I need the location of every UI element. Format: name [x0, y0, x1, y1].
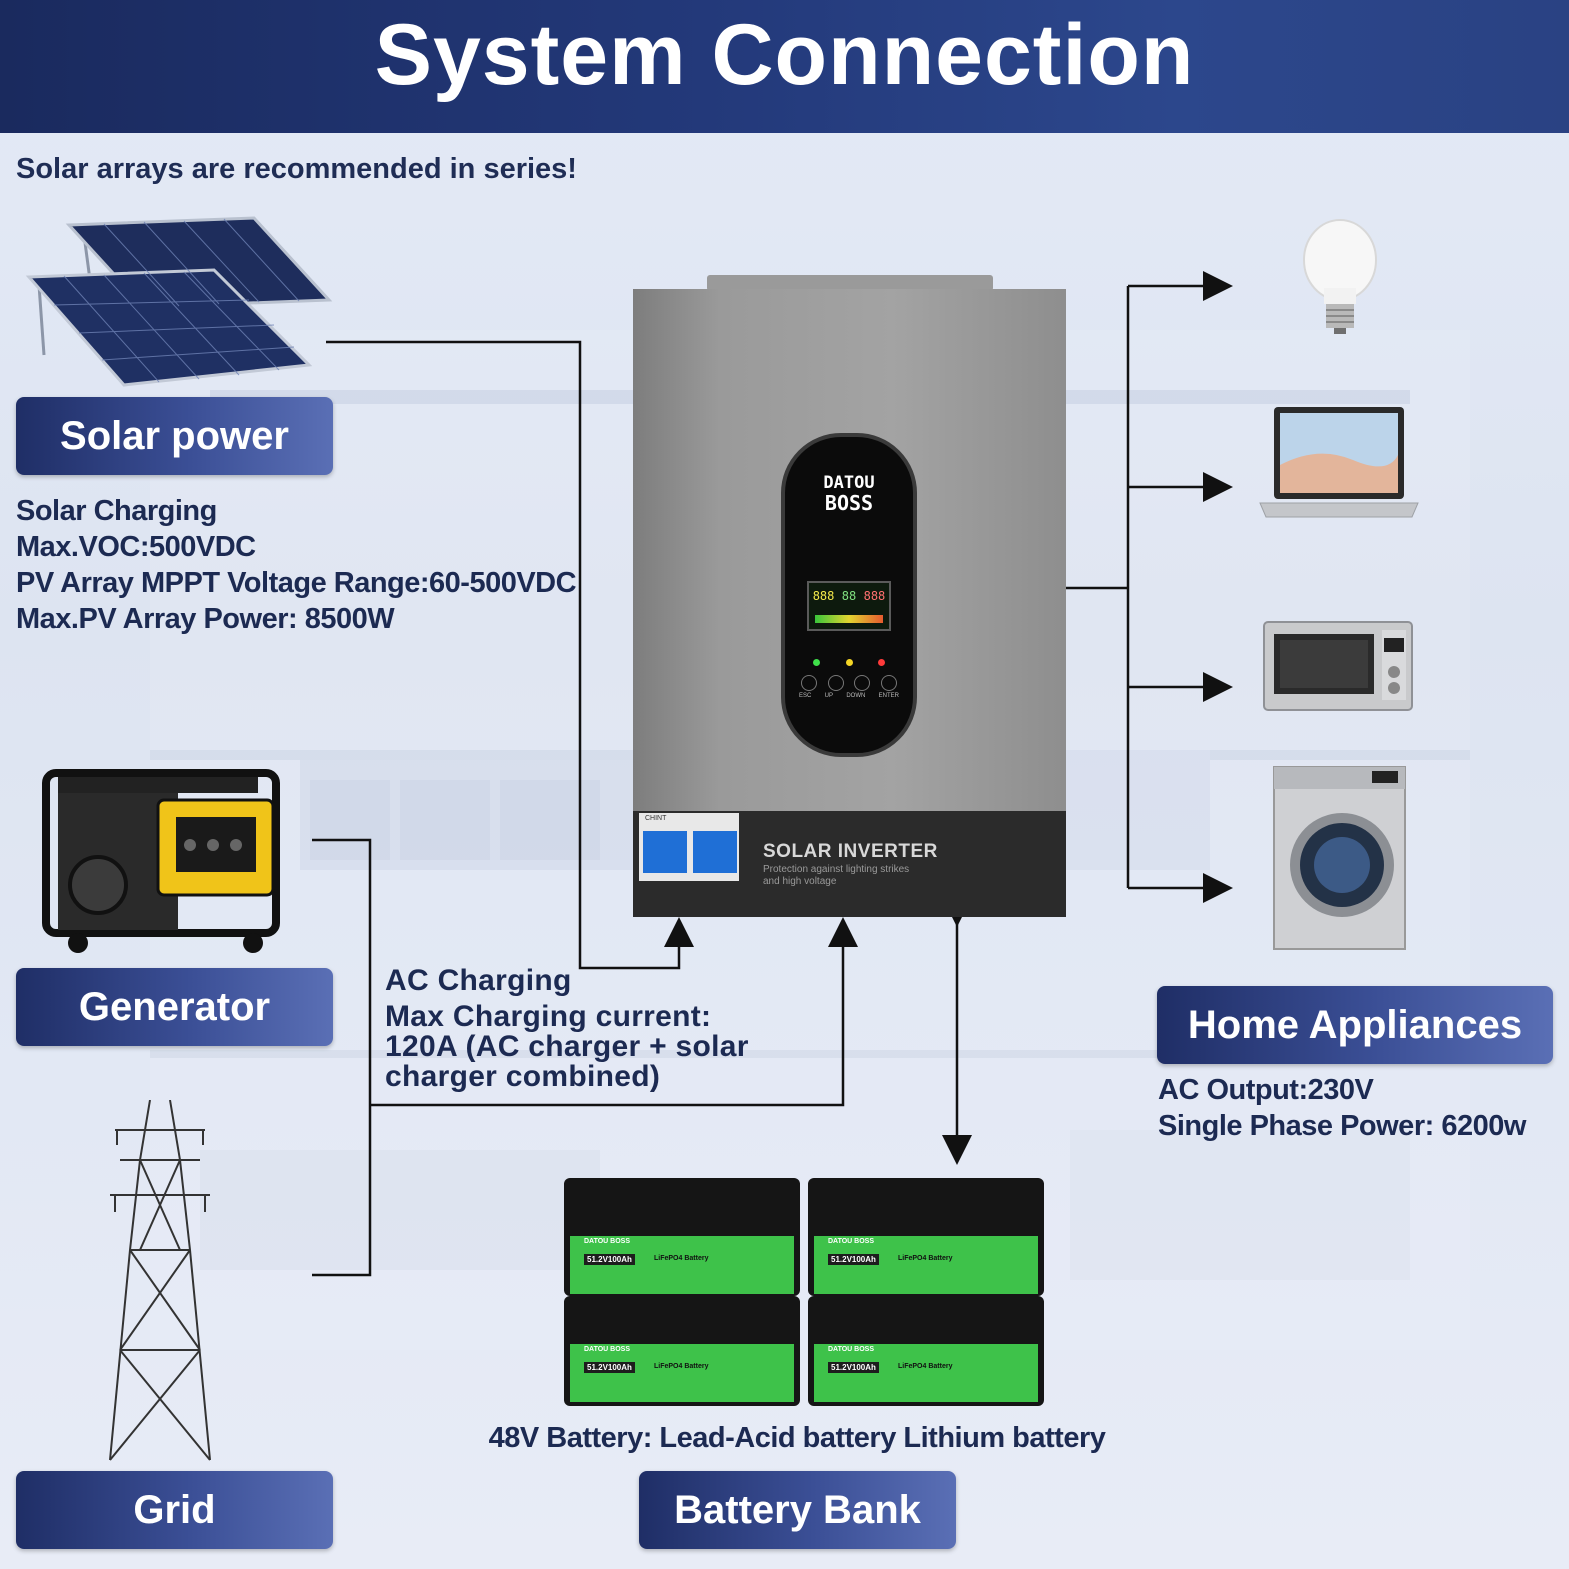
solar-specs: Solar Charging Max.VOC:500VDC PV Array M…: [16, 493, 577, 637]
breaker-left[interactable]: [643, 831, 687, 873]
enter-button[interactable]: [880, 675, 897, 691]
battery-label-panel: [814, 1344, 1038, 1402]
battery-bank: DATOU BOSS 51.2V100Ah LiFePO4 Battery DA…: [558, 1172, 1053, 1408]
esc-button[interactable]: [801, 675, 817, 691]
breaker-block: CHINT: [639, 813, 739, 881]
laptop-icon: [1259, 407, 1419, 518]
inverter-title: SOLAR INVERTER: [763, 841, 938, 862]
appliance-spec-line: AC Output:230V: [1158, 1074, 1374, 1106]
battery-capacity: 51.2V100Ah: [828, 1362, 879, 1373]
battery-bank-label: Battery Bank: [639, 1471, 956, 1549]
ac-spec-line: Max Charging current:: [385, 1000, 712, 1033]
appliance-specs: AC Output:230V Single Phase Power: 6200w: [1158, 1072, 1526, 1144]
battery-unit: DATOU BOSS 51.2V100Ah LiFePO4 Battery: [564, 1296, 800, 1406]
breaker-brand: CHINT: [645, 815, 667, 822]
header-banner: System Connection: [0, 0, 1569, 133]
lcd-digits-mid: 88: [841, 589, 857, 603]
inverter-subtitle-1: Protection against lighting strikes: [763, 864, 910, 875]
battery-brand: DATOU BOSS: [584, 1346, 631, 1353]
battery-brand: DATOU BOSS: [584, 1238, 631, 1245]
ac-charging-specs: AC Charging Max Charging current: 120A (…: [385, 966, 749, 1092]
appliance-spec-line: Single Phase Power: 6200w: [1158, 1110, 1526, 1142]
home-appliances-label: Home Appliances: [1157, 986, 1553, 1064]
battery-type: LiFePO4 Battery: [654, 1255, 709, 1262]
page-title: System Connection: [374, 7, 1195, 103]
button-label: DOWN: [846, 693, 866, 699]
battery-brand: DATOU BOSS: [828, 1346, 875, 1353]
brand-logo: DATOU BOSS: [785, 473, 913, 513]
panel-buttons: [801, 675, 897, 691]
battery-label-panel: [570, 1236, 794, 1294]
toaster-oven-icon: [1263, 621, 1413, 711]
washing-machine-icon: [1273, 766, 1406, 950]
lcd-display: 888 88 888: [807, 581, 891, 631]
solar-inverter: DATOU BOSS 888 88 888 ESC UP DOWN ENTER: [633, 275, 1066, 917]
series-note: Solar arrays are recommended in series!: [16, 153, 577, 185]
led-red-icon: [878, 659, 885, 666]
ac-spec-line: 120A (AC charger + solar: [385, 1030, 749, 1063]
battery-brand: DATOU BOSS: [828, 1238, 875, 1245]
lcd-digits-right: 888: [863, 589, 886, 603]
battery-capacity: 51.2V100Ah: [828, 1254, 879, 1265]
lcd-digits-left: 888: [812, 589, 835, 603]
battery-type: LiFePO4 Battery: [898, 1363, 953, 1370]
battery-unit: DATOU BOSS 51.2V100Ah LiFePO4 Battery: [808, 1178, 1044, 1296]
brand-line-2: BOSS: [824, 491, 874, 515]
ac-spec-line: charger combined): [385, 1060, 661, 1093]
led-green-icon: [813, 659, 820, 666]
inverter-bottom-panel: CHINT SOLAR INVERTER Protection against …: [633, 811, 1066, 917]
down-button[interactable]: [854, 675, 871, 691]
solar-spec-line: Max.PV Array Power: 8500W: [16, 603, 395, 635]
light-bulb-icon: [1303, 219, 1377, 334]
generator-label: Generator: [16, 968, 333, 1046]
battery-type: LiFePO4 Battery: [654, 1363, 709, 1370]
battery-capacity: 51.2V100Ah: [584, 1254, 635, 1265]
inverter-subtitle-2: and high voltage: [763, 876, 837, 887]
solar-spec-line: Solar Charging: [16, 495, 217, 527]
brand-line-1: DATOU: [823, 473, 875, 493]
control-panel: DATOU BOSS 888 88 888 ESC UP DOWN ENTER: [781, 433, 917, 757]
solar-spec-line: Max.VOC:500VDC: [16, 531, 256, 563]
solar-panel-icon: [25, 216, 333, 387]
battery-unit: DATOU BOSS 51.2V100Ah LiFePO4 Battery: [564, 1178, 800, 1296]
button-label: ENTER: [878, 693, 899, 699]
battery-label-panel: [814, 1236, 1038, 1294]
lcd-bar: [815, 615, 883, 623]
button-label: ESC: [799, 693, 812, 699]
grid-label: Grid: [16, 1471, 333, 1549]
battery-capacity: 51.2V100Ah: [584, 1362, 635, 1373]
solar-power-label: Solar power: [16, 397, 333, 475]
ac-spec-line: AC Charging: [385, 964, 572, 997]
status-leds: [813, 659, 885, 666]
battery-type: LiFePO4 Battery: [898, 1255, 953, 1262]
breaker-right[interactable]: [693, 831, 737, 873]
inverter-mount-bracket: [707, 275, 993, 291]
generator-icon: [42, 769, 280, 953]
led-yellow-icon: [845, 659, 853, 666]
button-label: UP: [824, 693, 833, 699]
button-labels: ESC UP DOWN ENTER: [799, 693, 899, 699]
battery-caption: 48V Battery: Lead-Acid battery Lithium b…: [488, 1422, 1106, 1454]
up-button[interactable]: [827, 675, 844, 691]
battery-label-panel: [570, 1344, 794, 1402]
battery-unit: DATOU BOSS 51.2V100Ah LiFePO4 Battery: [808, 1296, 1044, 1406]
solar-spec-line: PV Array MPPT Voltage Range:60-500VDC: [16, 567, 577, 599]
power-tower-icon: [109, 1100, 211, 1461]
